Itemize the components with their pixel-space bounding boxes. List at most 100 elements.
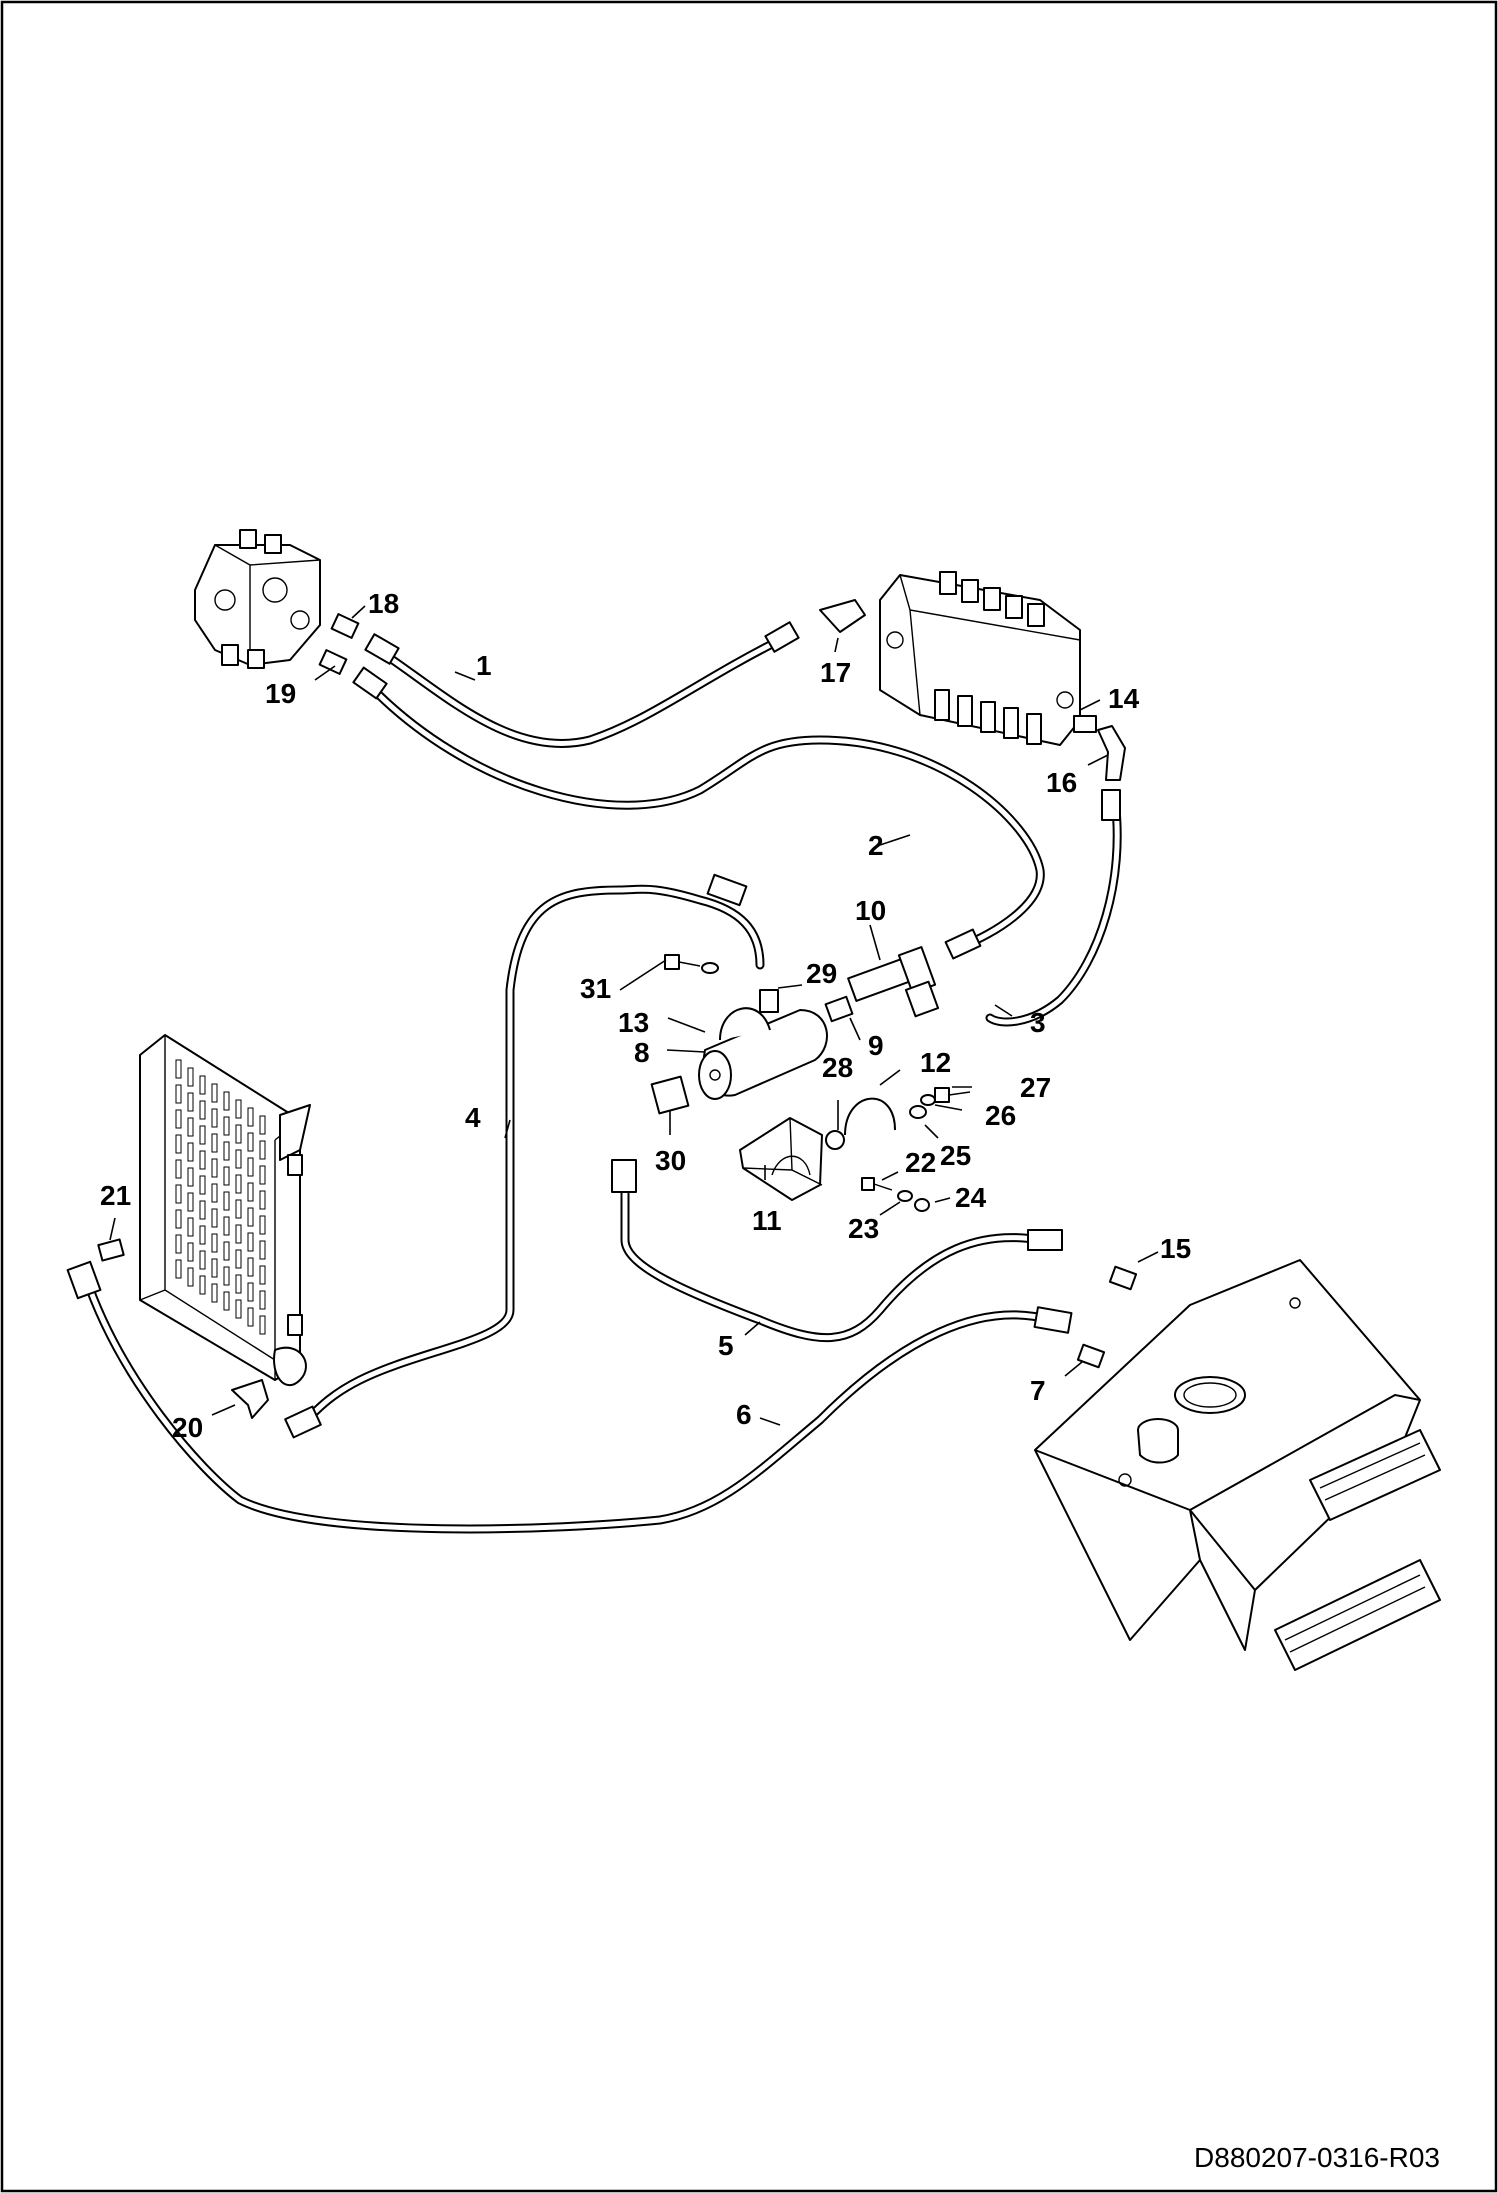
control-valve-small [194,529,321,669]
cooler-slot [247,1282,254,1302]
cooler-slot [187,1117,194,1137]
cooler-slot [235,1099,242,1119]
cooler-slot [199,1125,206,1145]
control-valve-main [879,571,1081,746]
cooler-slot [199,1225,206,1245]
callout-labels: 1 2 3 4 5 6 7 8 9 10 11 12 13 14 15 16 1… [100,588,1191,1443]
cooler-slot [259,1165,266,1185]
washer-23 [897,1190,913,1202]
bolt-22 [861,1177,893,1191]
callout-8: 8 [634,1037,650,1068]
fitting-30 [650,1075,690,1115]
callout-28: 28 [822,1052,853,1083]
leader-lines [109,605,1159,1426]
callout-27: 27 [1020,1072,1051,1103]
cooler-slot [259,1315,266,1335]
cooler-slot [235,1299,242,1319]
fitting-21 [97,1238,125,1262]
cooler-slot [235,1124,242,1144]
cooler-slot [175,1059,182,1079]
bracket-11 [739,1117,823,1201]
clamp-12 [844,1097,896,1136]
cooler-slot [223,1216,230,1236]
callout-1: 1 [476,650,492,681]
cooler-slot [223,1241,230,1261]
cooler-slot [235,1149,242,1169]
fitting-9 [824,995,854,1023]
bolt-27 [934,1087,971,1103]
cooler-slot [247,1307,254,1327]
cooler-slot [223,1191,230,1211]
nut-24 [914,1198,930,1212]
callout-12: 12 [920,1047,951,1078]
cooler-slot [247,1232,254,1252]
cooler-slot [199,1100,206,1120]
cooler-slot [223,1266,230,1286]
clamp-13 [719,1007,771,1041]
callout-13: 13 [618,1007,649,1038]
cooler-slot [175,1134,182,1154]
callout-14: 14 [1108,683,1140,714]
cooler-slot [259,1265,266,1285]
cooler-slot [259,1140,266,1160]
cooler-slot [247,1132,254,1152]
callout-25: 25 [940,1140,971,1171]
cooler-slot [199,1200,206,1220]
callout-19: 19 [265,678,296,709]
callout-18: 18 [368,588,399,619]
cooler-slot [187,1192,194,1212]
callout-29: 29 [806,958,837,989]
cooler-slot [235,1174,242,1194]
cooler-slot [223,1116,230,1136]
callout-6: 6 [736,1399,752,1430]
cooler-slot [211,1083,218,1103]
callout-22: 22 [905,1147,936,1178]
cooler-slot [235,1224,242,1244]
cooler-slot [199,1175,206,1195]
cooler-slot [259,1290,266,1310]
cooler-slot [187,1242,194,1262]
cooler-slot [235,1249,242,1269]
cooler-grille [175,1059,266,1335]
callout-24: 24 [955,1182,987,1213]
fitting-29 [759,989,779,1013]
cooler-slot [175,1184,182,1204]
cooler-slot [211,1233,218,1253]
cooler-slot [247,1182,254,1202]
fitting-18 [330,613,360,639]
cooler-slot [211,1133,218,1153]
cooler-slot [211,1258,218,1278]
cooler-slot [223,1166,230,1186]
elbow-fitting-16 [1097,725,1126,781]
drawing-number: D880207-0316-R03 [1194,2142,1440,2173]
fitting-15 [1108,1265,1138,1291]
cooler-slot [247,1207,254,1227]
callout-26: 26 [985,1100,1016,1131]
callout-21: 21 [100,1180,131,1211]
cooler-slot [211,1183,218,1203]
cooler-slot [187,1142,194,1162]
fitting-7 [1076,1343,1106,1369]
callout-31: 31 [580,973,611,1004]
callout-9: 9 [868,1030,884,1061]
callout-4: 4 [465,1102,481,1133]
cooler-slot [259,1190,266,1210]
cooler-slot [223,1141,230,1161]
cooler-slot [187,1067,194,1087]
cooler-slot [247,1107,254,1127]
callout-30: 30 [655,1145,686,1176]
filter-8 [698,1009,828,1100]
fitting-14 [1073,715,1097,733]
cooler-slot [235,1199,242,1219]
cooler-slot [211,1108,218,1128]
callout-3: 3 [1030,1007,1046,1038]
hydraulic-tank [1034,1259,1441,1671]
elbow-fitting-20 [231,1379,269,1419]
cooler-slot [199,1150,206,1170]
cooler-slot [235,1274,242,1294]
cooler-slot [223,1291,230,1311]
washer-26 [920,1094,936,1106]
cooler-slot [175,1109,182,1129]
callout-15: 15 [1160,1233,1191,1264]
